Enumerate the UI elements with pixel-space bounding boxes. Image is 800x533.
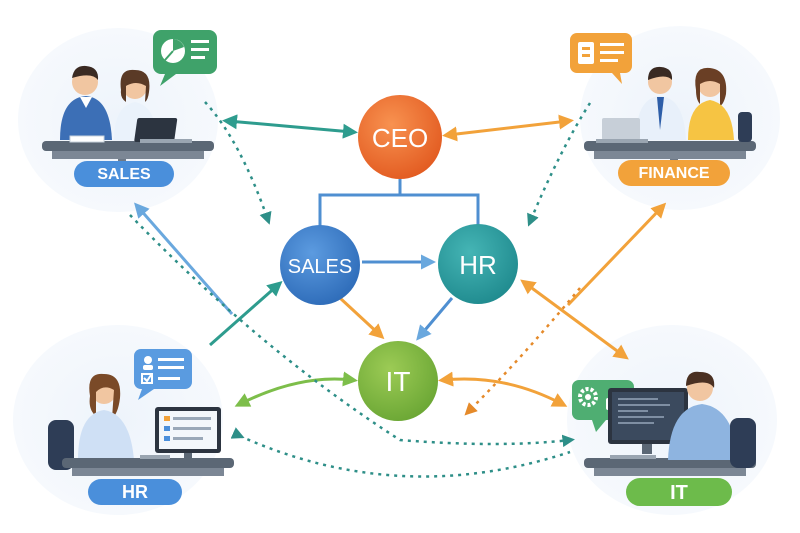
it-team-label: IT (670, 482, 688, 504)
dotted-hr-team-it-team (230, 427, 571, 478)
finance-team-illustration (570, 33, 756, 181)
checklist-icon (134, 349, 192, 400)
pie-chart-icon (153, 30, 217, 86)
ceo-node-label: CEO (372, 123, 428, 153)
dotted-finance-to-it (464, 287, 581, 416)
arrow-it-it-team (438, 371, 568, 407)
arrow-hr-team-sales (209, 281, 283, 347)
sales-team-illustration (42, 30, 217, 181)
arrow-sales-it (338, 296, 385, 340)
it-node: IT (358, 341, 438, 421)
sales-team-label: SALES (97, 166, 151, 183)
arrow-hr-it (416, 297, 454, 341)
dotted-sales-team-link (204, 101, 272, 225)
hr-node: HR (438, 224, 518, 304)
id-card-icon (570, 33, 632, 84)
arrow-it-team-finance (566, 202, 667, 307)
it-node-label: IT (386, 366, 411, 397)
arrow-it-sales-team (134, 202, 234, 315)
sales-node-label: SALES (288, 256, 352, 278)
finance-team-pill[interactable]: FINANCE (618, 160, 730, 186)
arrow-sales-team-ceo (222, 114, 358, 139)
arrow-hr-it-team (520, 279, 629, 360)
sales-team-pill[interactable]: SALES (74, 161, 174, 187)
sales-node: SALES (280, 225, 360, 305)
dotted-sales-team-it-team (129, 214, 575, 448)
hr-team-illustration (48, 349, 234, 476)
hr-team-pill[interactable]: HR (88, 479, 182, 505)
hr-node-label: HR (459, 250, 497, 280)
arrow-ceo-finance-team (442, 114, 574, 142)
ceo-node: CEO (358, 95, 442, 179)
it-team-illustration (572, 371, 756, 476)
arrow-hr-team-it (234, 371, 358, 407)
it-team-pill[interactable]: IT (626, 478, 732, 506)
ceo-branch-connector (318, 172, 480, 228)
hr-team-label: HR (122, 482, 148, 502)
finance-team-label: FINANCE (638, 165, 709, 182)
